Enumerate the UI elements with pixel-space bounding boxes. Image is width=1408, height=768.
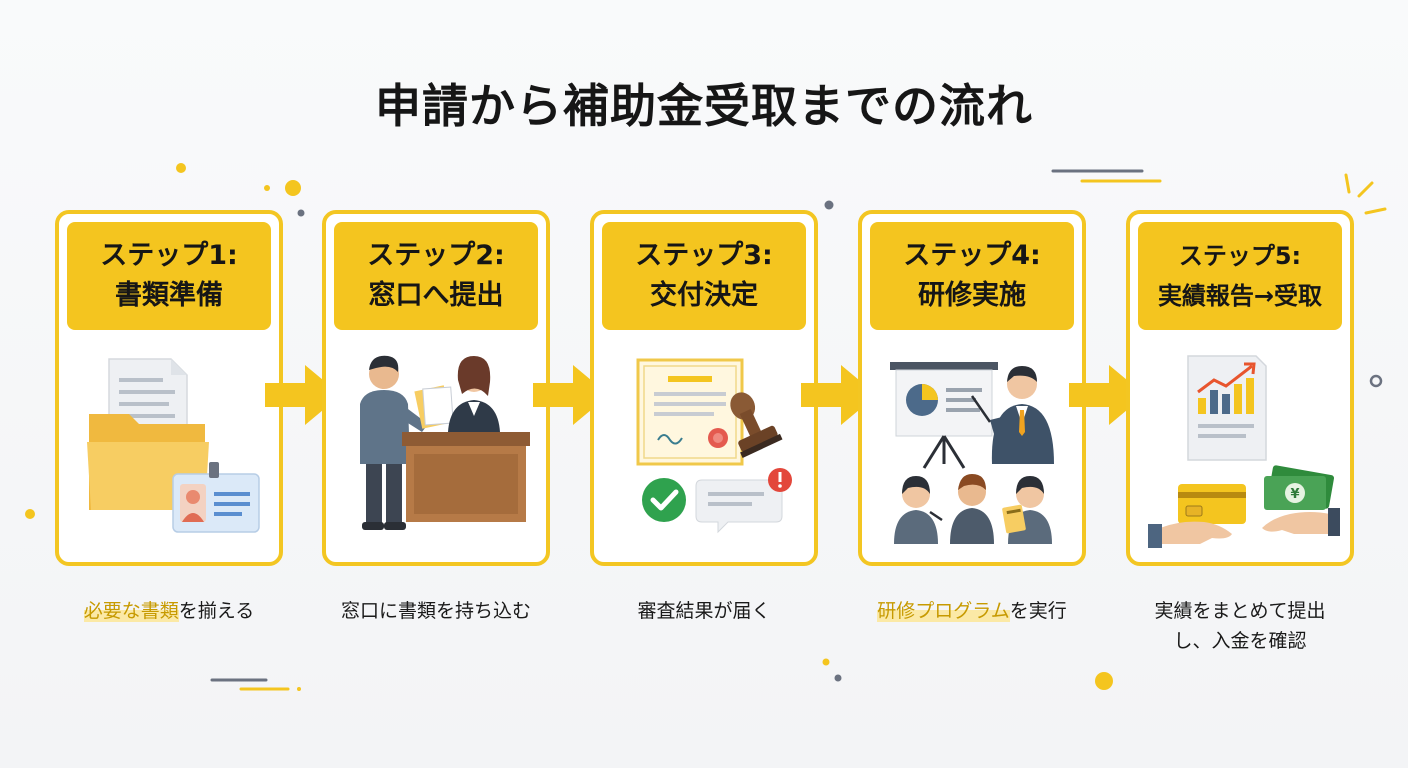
step-heading: ステップ2: (367, 240, 505, 271)
documents-folder-icon (87, 358, 260, 533)
caption-text: 審査結果が届く (637, 600, 771, 622)
step-heading: ステップ3: (635, 240, 773, 271)
id-card-icon (172, 462, 260, 533)
step-heading: ステップ4: (903, 240, 1041, 271)
step-header-4: ステップ4: 研修実施 (870, 222, 1074, 330)
step-caption-1: 必要な書類を揃える (49, 596, 289, 626)
step-header-2: ステップ2: 窓口へ提出 (334, 222, 538, 330)
step-name: 交付決定 (650, 280, 758, 311)
certificate-stamp-icon (636, 358, 792, 534)
step-caption-5: 実績をまとめて提出 し、入金を確認 (1120, 596, 1360, 656)
step-card-2: ステップ2: 窓口へ提出 (322, 210, 550, 566)
caption-text: 窓口に書類を持ち込む (340, 600, 531, 622)
step-header-3: ステップ3: 交付決定 (602, 222, 806, 330)
step-heading: ステップ5: (1178, 242, 1302, 270)
step-caption-4: 研修プログラムを実行 (852, 596, 1092, 626)
money-handover-icon: ¥ (1148, 465, 1340, 548)
caption-highlight: 必要な書類 (83, 600, 179, 622)
step-card-4: ステップ4: 研修実施 (858, 210, 1086, 566)
step-name: 窓口へ提出 (368, 280, 504, 311)
step-caption-3: 審査結果が届く (584, 596, 824, 626)
caption-text: を揃える (178, 600, 255, 622)
step-card-1: ステップ1: 書類準備 (55, 210, 283, 566)
step-name: 研修実施 (918, 280, 1026, 311)
counter-submission-icon (360, 355, 530, 530)
step-name: 書類準備 (115, 280, 223, 311)
check-icon (642, 478, 686, 522)
presentation-icon (890, 362, 1054, 544)
caption-text: を実行 (1009, 600, 1067, 622)
step-heading: ステップ1: (100, 240, 238, 271)
caption-line: 実績をまとめて提出 (1154, 600, 1326, 622)
step-caption-2: 窓口に書類を持ち込む (316, 596, 556, 626)
training-audience-icon (894, 474, 1052, 544)
alert-icon (768, 468, 792, 492)
caption-highlight: 研修プログラム (877, 600, 1010, 622)
step-header-1: ステップ1: 書類準備 (67, 222, 271, 330)
step-card-5: ステップ5: 実績報告→受取 ¥ (1126, 210, 1354, 566)
page-title: 申請から補助金受取までの流れ (375, 79, 1033, 133)
step-card-3: ステップ3: 交付決定 (590, 210, 818, 566)
step-name: 実績報告→受取 (1157, 282, 1323, 310)
caption-line: し、入金を確認 (1173, 630, 1307, 652)
svg-text:¥: ¥ (1290, 487, 1299, 502)
report-chart-icon: ¥ (1148, 355, 1340, 548)
step-header-5: ステップ5: 実績報告→受取 (1138, 222, 1342, 330)
